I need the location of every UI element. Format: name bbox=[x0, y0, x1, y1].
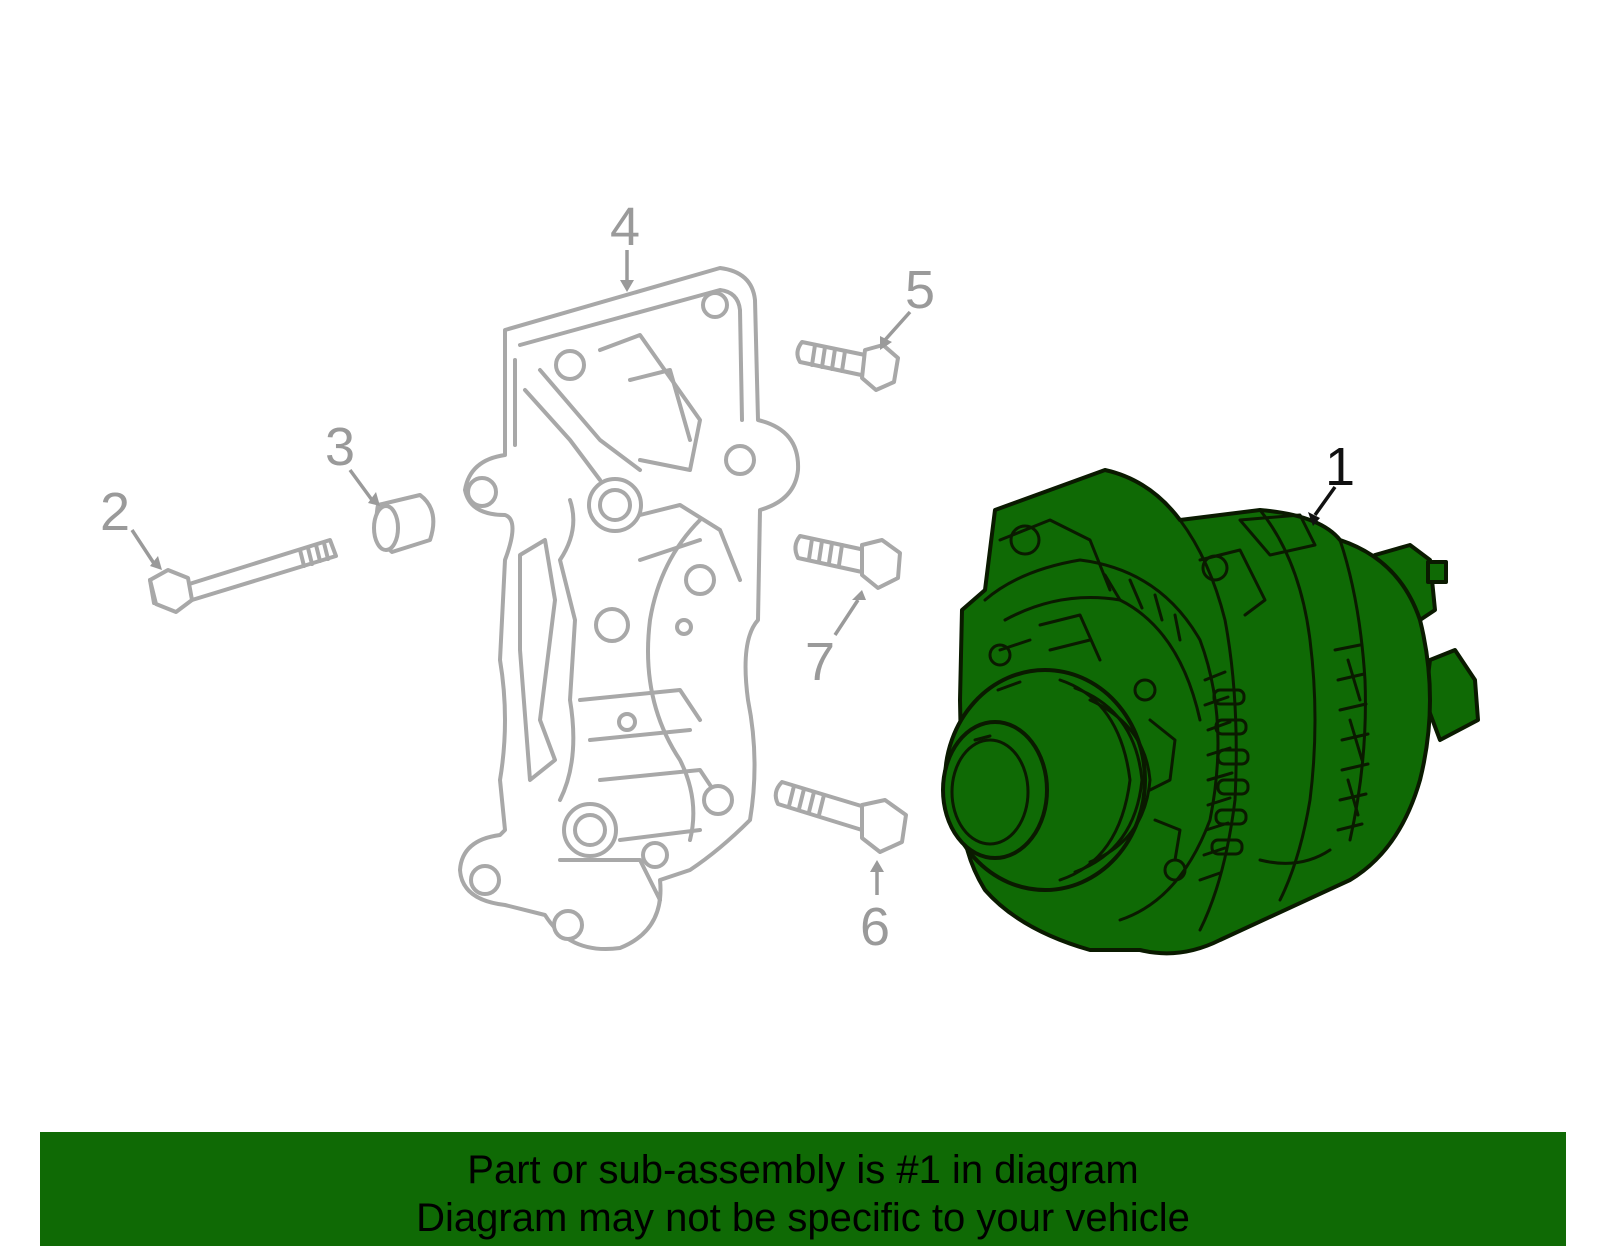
leader-7-arrow bbox=[852, 590, 866, 600]
callout-7: 7 bbox=[805, 632, 835, 692]
callout-2: 2 bbox=[100, 482, 130, 542]
leader-5 bbox=[883, 310, 912, 342]
parts-diagram: 2 3 4 bbox=[100, 197, 1480, 957]
info-banner: Part or sub-assembly is #1 in diagram Di… bbox=[40, 1132, 1566, 1246]
part-7-bolt[interactable] bbox=[793, 534, 902, 590]
part-5-bolt[interactable] bbox=[795, 340, 900, 392]
part-6-bolt[interactable] bbox=[773, 780, 908, 854]
leader-5-arrow bbox=[880, 336, 892, 350]
callout-6: 6 bbox=[860, 897, 890, 957]
leader-6-arrow bbox=[870, 860, 884, 872]
callout-3: 3 bbox=[325, 417, 355, 477]
callout-5: 5 bbox=[905, 260, 935, 320]
part-1-alternator[interactable] bbox=[941, 468, 1480, 956]
callout-1: 1 bbox=[1325, 437, 1355, 497]
leader-4-arrow bbox=[620, 280, 634, 292]
leader-1-arrow bbox=[1308, 512, 1320, 526]
leader-3-arrow bbox=[368, 492, 380, 506]
leader-3 bbox=[348, 468, 374, 502]
banner-line-2: Diagram may not be specific to your vehi… bbox=[416, 1196, 1190, 1240]
leader-2 bbox=[130, 529, 157, 566]
part-4-bracket[interactable] bbox=[458, 266, 801, 951]
leader-7 bbox=[833, 599, 860, 636]
leader-2-arrow bbox=[150, 556, 162, 570]
banner-line-1: Part or sub-assembly is #1 in diagram bbox=[467, 1148, 1139, 1192]
part-2-bolt[interactable] bbox=[148, 538, 338, 614]
leader-1 bbox=[1313, 485, 1337, 517]
callout-4: 4 bbox=[610, 197, 640, 257]
part-3-spacer[interactable] bbox=[372, 493, 436, 554]
